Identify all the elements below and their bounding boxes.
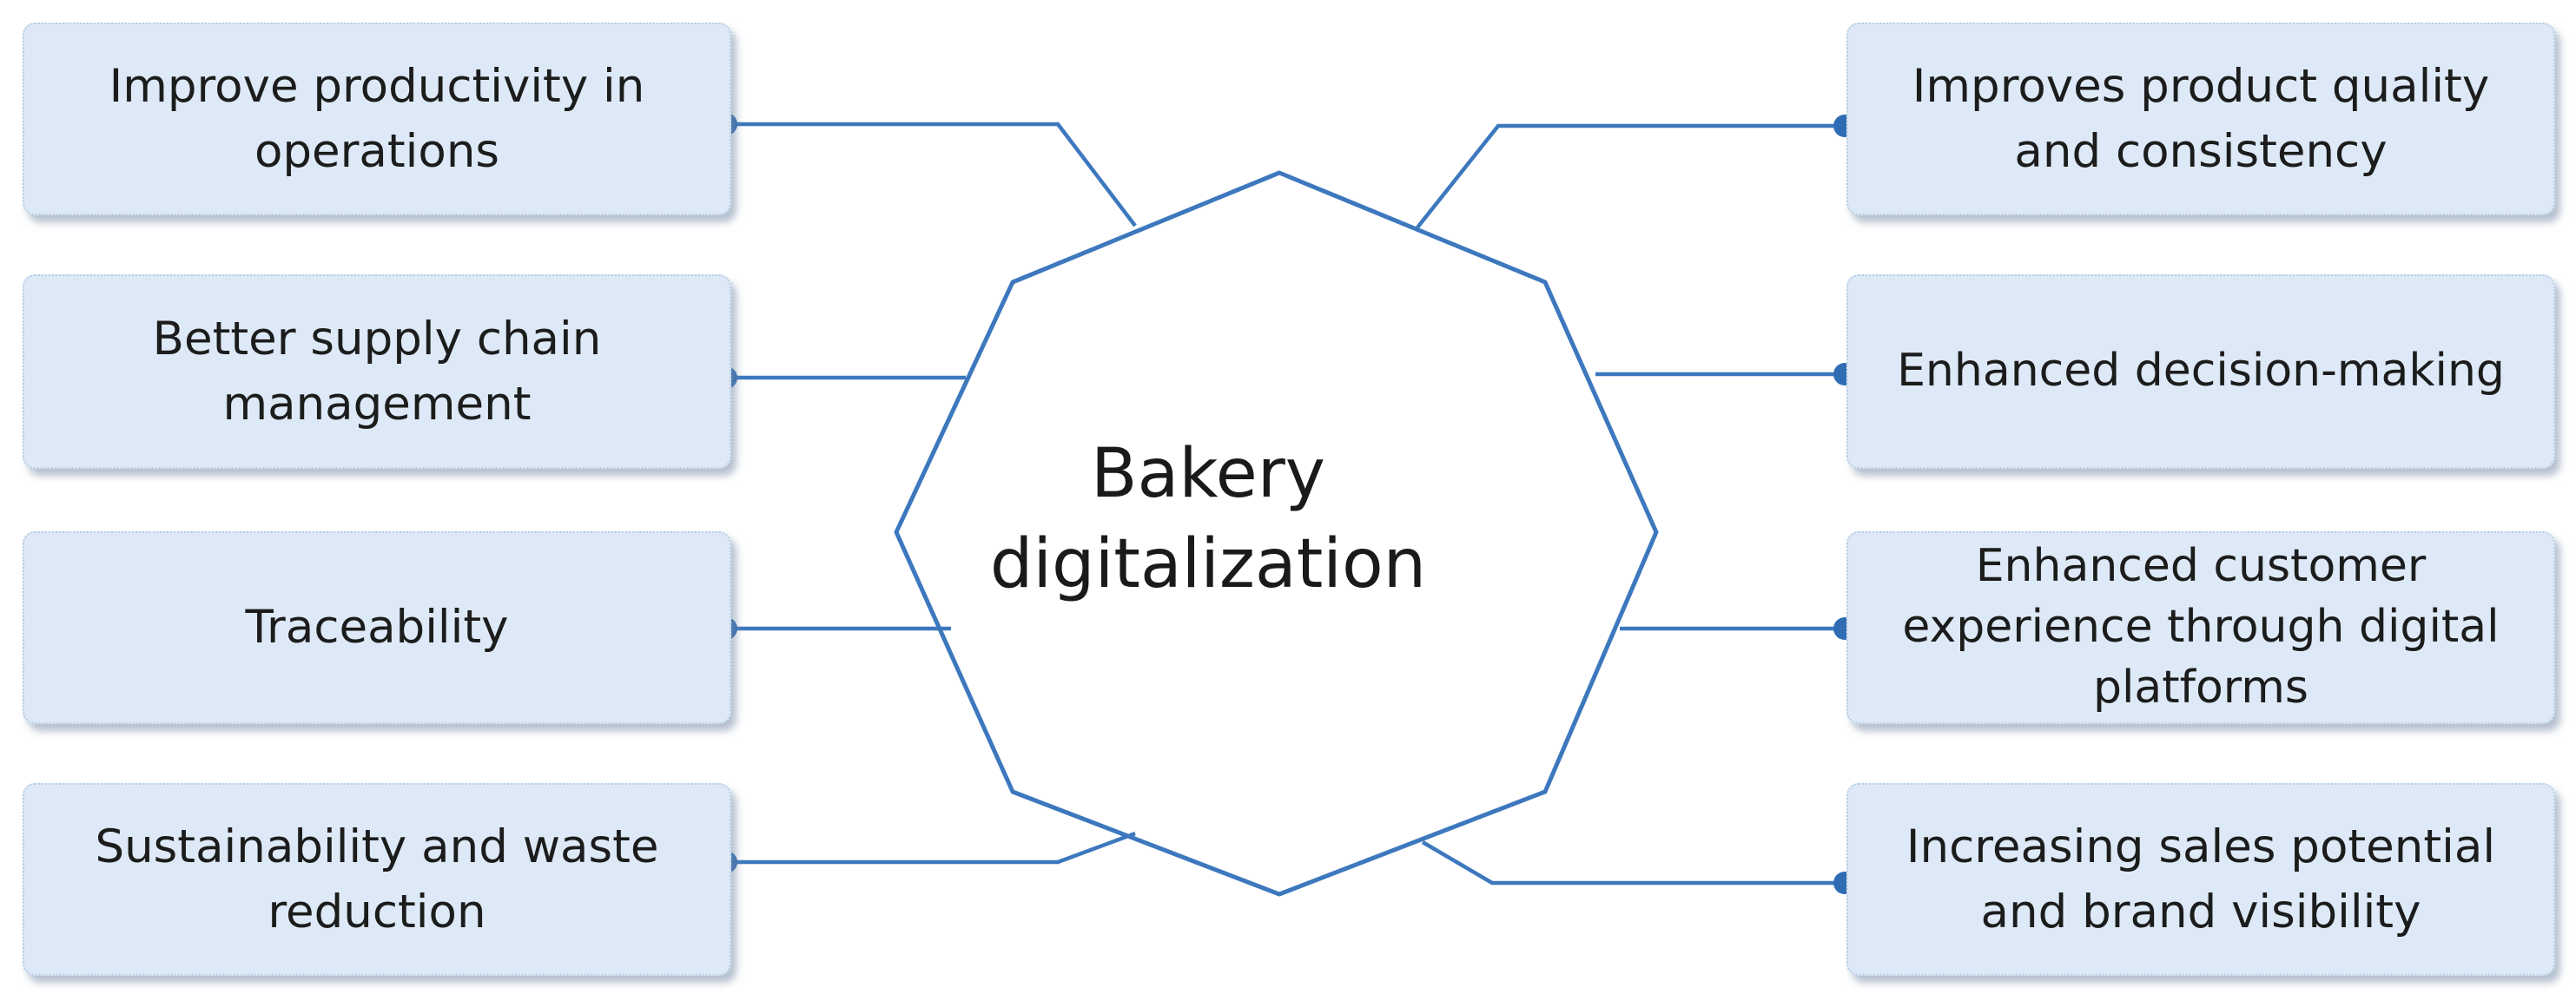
benefit-label-traceability: Traceability — [245, 601, 509, 655]
center-label: Bakery digitalization — [989, 435, 1427, 603]
benefit-box-right-2: Enhanced decision-making — [1846, 274, 2555, 469]
connector-left-4 — [728, 831, 1136, 865]
benefit-box-right-1: Improves product quality and consistency — [1846, 23, 2555, 215]
benefit-label-product-quality: Improves product quality and consistency — [1912, 59, 2490, 178]
benefit-label-productivity: Improve productivity in operations — [109, 59, 645, 178]
benefit-label-supply-chain: Better supply chain management — [152, 312, 602, 431]
benefit-label-sustainability: Sustainability and waste reduction — [95, 820, 659, 938]
benefit-label-decision-making: Enhanced decision-making — [1897, 345, 2505, 398]
benefit-label-customer-experience: Enhanced customer experience through dig… — [1902, 540, 2500, 714]
benefit-label-sales-potential: Increasing sales potential and brand vis… — [1906, 820, 2496, 938]
benefit-box-left-3: Traceability — [23, 531, 731, 724]
connector-left-1 — [728, 122, 1137, 227]
benefit-box-left-4: Sustainability and waste reduction — [23, 783, 731, 976]
connector-right-1 — [1416, 123, 1845, 229]
benefit-box-left-2: Better supply chain management — [23, 274, 731, 469]
benefit-box-right-3: Enhanced customer experience through dig… — [1846, 531, 2555, 724]
benefit-box-right-4: Increasing sales potential and brand vis… — [1846, 783, 2555, 976]
connector-right-4 — [1421, 840, 1845, 886]
center-octagon — [894, 170, 1659, 897]
benefit-box-left-1: Improve productivity in operations — [23, 23, 731, 215]
